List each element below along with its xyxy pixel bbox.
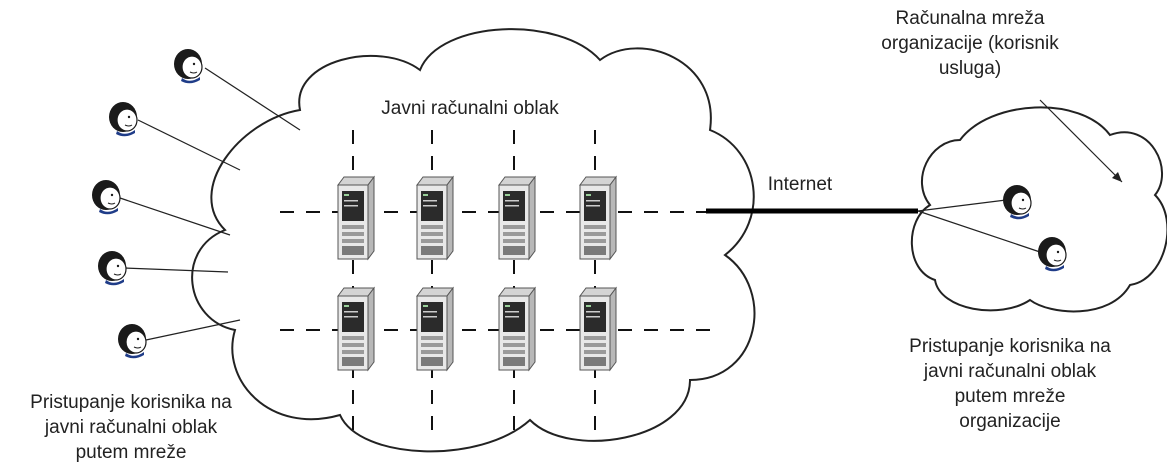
user-head-icon: [97, 250, 127, 286]
server-icon: [416, 176, 454, 260]
user-head-icon: [117, 323, 147, 359]
server-icon: [498, 176, 536, 260]
server-icon: [579, 287, 617, 371]
left-users: [91, 48, 203, 359]
org-cloud-icon: [910, 106, 1167, 313]
right-caption: Pristupanje korisnika na javni računalni…: [909, 336, 1111, 432]
public-cloud-title: Javni računalni oblak: [381, 98, 559, 119]
server-icon: [498, 287, 536, 371]
org-label-arrow: [1039, 99, 1123, 183]
internet-label: Internet: [767, 174, 833, 195]
user-head-icon: [173, 48, 203, 84]
server-icon: [337, 287, 375, 371]
cloud-grid: [280, 130, 710, 430]
user-head-icon: [91, 179, 121, 215]
org-user-links: [917, 199, 1041, 253]
public-cloud-icon: [191, 28, 756, 453]
server-icon: [579, 176, 617, 260]
left-caption: Pristupanje korisnika na javni računalni…: [30, 392, 232, 463]
org-network-label: Računalna mreža organizacije (korisnik u…: [881, 8, 1059, 79]
server-icon: [337, 176, 375, 260]
left-user-links: [119, 67, 301, 341]
server-icon: [416, 287, 454, 371]
user-head-icon: [108, 101, 138, 137]
